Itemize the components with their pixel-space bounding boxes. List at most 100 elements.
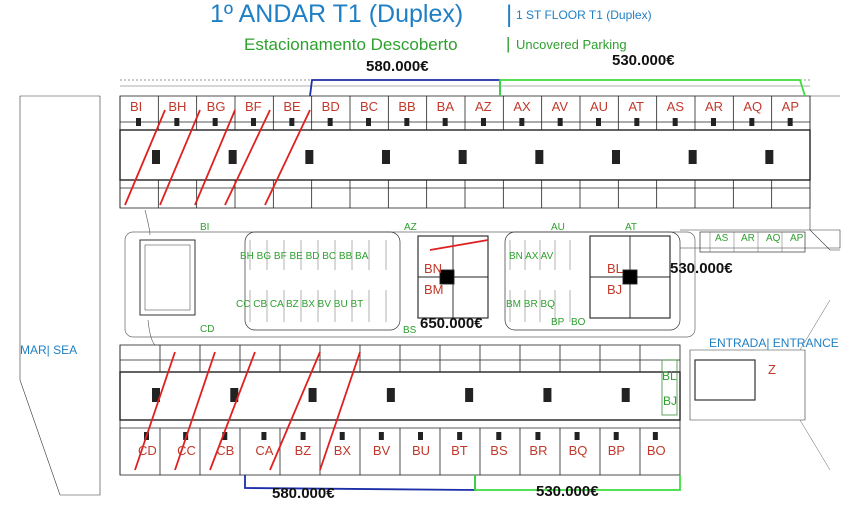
stair-core [382, 150, 390, 164]
column [418, 432, 423, 440]
parking-label-bs: BS [403, 325, 417, 336]
unit-label-bs: BS [490, 443, 508, 458]
column [442, 118, 448, 126]
unit-label-bc: BC [360, 99, 379, 114]
strike-line [319, 351, 361, 471]
stair-core [621, 388, 630, 402]
access-road [144, 209, 156, 346]
stair-core [228, 150, 237, 164]
unit-label-bx: BX [333, 443, 352, 458]
unit-label-br: BR [529, 443, 548, 458]
bracket-bottom-right [474, 475, 681, 491]
unit-label-ar: AR [705, 99, 724, 114]
stair-core [688, 150, 697, 164]
column [136, 118, 141, 126]
top-unit-dividers [119, 96, 773, 208]
unit-label-bu: BU [412, 443, 431, 458]
unit-label-av: AV [551, 99, 569, 114]
strike-line [269, 351, 321, 471]
parking-label-aq: AQ [766, 233, 781, 244]
price-brackets [244, 79, 806, 491]
parking-bays-center-top: BN AX AV [509, 251, 554, 262]
strike-line [224, 109, 271, 206]
parking-label-bo: BO [571, 317, 586, 328]
parking-bays-left-bottom: CC CB CA BZ BX BV BU BT [236, 299, 364, 310]
column [300, 432, 306, 440]
parking-title: Estacionamento Descoberto [244, 35, 458, 54]
unit-label-cb: CB [216, 443, 235, 458]
column [613, 432, 619, 440]
price-bottom-right: 530.000€ [536, 483, 599, 500]
unit-label-bi: BI [130, 99, 143, 114]
unit-label-ap: AP [781, 99, 799, 114]
unit-label-bh: BH [168, 99, 187, 114]
page-title-english: 1 ST FLOOR T1 (Duplex) [516, 8, 652, 22]
unit-label-bo: BO [646, 443, 666, 458]
price-bottom-left: 580.000€ [272, 485, 335, 502]
stair-core [458, 150, 467, 164]
parking-separator: | [506, 34, 511, 53]
unit-label-bj: BJ [607, 282, 623, 297]
column [519, 118, 525, 126]
column [378, 432, 384, 440]
column [749, 118, 755, 126]
block-core [439, 269, 455, 285]
column [787, 118, 793, 126]
unit-label-cc: CC [177, 443, 196, 458]
stair-core [308, 388, 317, 402]
title-separator: | [506, 1, 513, 28]
stair-core [152, 150, 160, 164]
unit-label-bn: BN [424, 261, 443, 276]
price-right-middle: 530.000€ [670, 260, 733, 277]
parking-label-ar: AR [741, 233, 755, 244]
parking-title-english: Uncovered Parking [516, 37, 627, 52]
parking-area [124, 231, 806, 401]
column [327, 118, 333, 126]
strike-line [159, 109, 201, 206]
stair-core [765, 150, 774, 164]
parking-bays [249, 232, 783, 322]
sold-unit-strikes [124, 109, 361, 471]
column [634, 118, 640, 126]
unit-label-bl-side: BL [662, 369, 677, 383]
unit-label-au: AU [590, 99, 609, 114]
column [672, 118, 678, 126]
unit-label-at: AT [628, 99, 644, 114]
strike-line [209, 351, 256, 471]
column [652, 432, 658, 440]
stair-core [230, 388, 239, 402]
unit-label-bj-side: BJ [663, 394, 678, 408]
column [212, 118, 218, 126]
stair-core [612, 150, 620, 164]
parking-label-az: AZ [404, 222, 417, 233]
strike-line [194, 109, 236, 206]
column [496, 432, 502, 440]
unit-label-bd: BD [321, 99, 340, 114]
top-stair-cores [136, 118, 793, 164]
parking-label-bp: BP [551, 317, 565, 328]
block-interior-walls [418, 236, 670, 318]
column [596, 118, 601, 126]
parking-label-bi: BI [200, 222, 210, 233]
unit-label-az: AZ [475, 99, 492, 114]
unit-label-bf: BF [245, 99, 262, 114]
parking-label-cd: CD [200, 324, 215, 335]
unit-label-bm: BM [424, 282, 444, 297]
price-top-left: 580.000€ [366, 58, 429, 75]
column [339, 432, 345, 440]
bottom-unit-dividers [119, 345, 641, 475]
unit-label-as: AS [666, 99, 684, 114]
sea-label: MAR| SEA [20, 343, 78, 357]
stair-core [386, 388, 395, 402]
price-top-right: 530.000€ [612, 52, 675, 69]
bottom-stair-cores [144, 388, 658, 440]
strike-line [124, 109, 166, 206]
column [481, 118, 486, 126]
unit-label-aq: AQ [743, 99, 763, 114]
unit-label-bv: BV [372, 443, 391, 458]
column [457, 432, 463, 440]
block-core [622, 269, 638, 285]
column [222, 432, 228, 440]
price-center: 650.000€ [420, 315, 483, 332]
